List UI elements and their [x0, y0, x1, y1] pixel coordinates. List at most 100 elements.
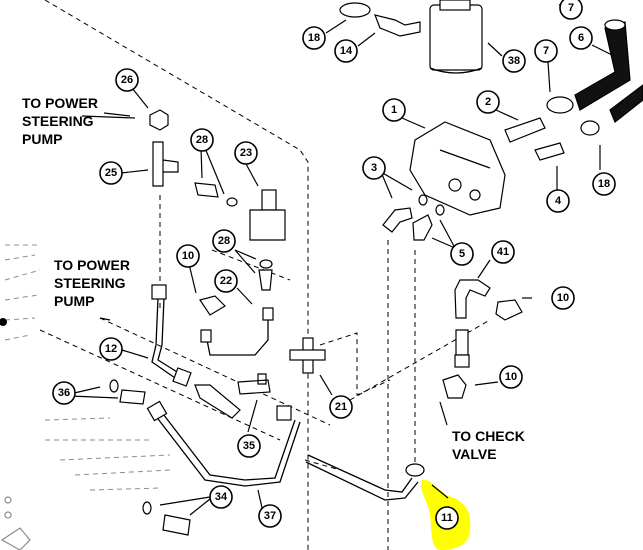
- callout-1: 1: [382, 98, 406, 122]
- o-ring-part: [109, 379, 119, 393]
- svg-text:12: 12: [105, 343, 117, 355]
- svg-text:11: 11: [441, 512, 453, 524]
- svg-text:4: 4: [555, 195, 562, 207]
- tube-nut-part: [146, 400, 168, 422]
- adapter-part: [162, 514, 191, 536]
- tube-part: [206, 315, 269, 356]
- svg-text:14: 14: [340, 45, 353, 57]
- callout-18-top: 18: [302, 26, 326, 50]
- callout-21: 21: [329, 395, 353, 419]
- adapter-part: [119, 389, 146, 405]
- tube-part: [154, 414, 301, 487]
- svg-text:37: 37: [264, 510, 276, 522]
- callout-41: 41: [491, 240, 515, 264]
- svg-text:21: 21: [335, 401, 347, 413]
- callout-10-left: 10: [176, 244, 200, 268]
- assembly-line: [304, 459, 341, 471]
- note-to-power-steering-pump-lower: TO POWER STEERING PUMP: [54, 257, 130, 309]
- tube-nut-part: [405, 463, 425, 477]
- tube-part: [305, 461, 419, 501]
- leader-lines: [69, 0, 613, 522]
- elbow-part: [442, 374, 467, 399]
- svg-text:34: 34: [215, 491, 228, 503]
- tee-fitting-part: [152, 141, 179, 187]
- callout-2: 2: [476, 90, 500, 114]
- hydraulic-pump-part: [409, 121, 506, 216]
- note-to-power-steering-pump-upper: TO POWER STEERING PUMP: [22, 95, 98, 147]
- tube-nut-part: [151, 284, 167, 300]
- faded-schematic: [0, 244, 171, 550]
- assembly-line: [39, 329, 281, 441]
- o-ring-part: [226, 197, 238, 207]
- callout-28-lower: 28: [212, 229, 236, 253]
- svg-text:2: 2: [485, 96, 491, 108]
- callout-10-right-lower: 10: [499, 365, 523, 389]
- elbow-part: [495, 299, 523, 321]
- tee-fitting-part: [237, 373, 271, 395]
- callout-22: 22: [214, 269, 238, 293]
- callout-10-right-upper: 10: [551, 286, 575, 310]
- hose-clamp-part: [546, 96, 574, 114]
- o-ring-part: [142, 501, 152, 515]
- svg-text:10: 10: [557, 292, 569, 304]
- callout-4: 4: [546, 189, 570, 213]
- hose-part: [194, 384, 241, 419]
- hose-clamp-part: [580, 120, 600, 136]
- svg-text:10: 10: [182, 250, 194, 262]
- svg-text:1: 1: [391, 104, 397, 116]
- elbow-fitting-part: [412, 214, 433, 241]
- callout-12: 12: [99, 337, 123, 361]
- tube-part: [157, 297, 183, 376]
- cross-fitting-part: [289, 337, 326, 374]
- assembly-line: [99, 317, 331, 426]
- tube-nut-part: [200, 329, 212, 343]
- tube-nut-part: [172, 367, 192, 387]
- elbow-fitting-part: [374, 14, 421, 37]
- tube-part: [159, 409, 296, 481]
- svg-text:6: 6: [578, 32, 584, 44]
- svg-text:35: 35: [243, 440, 255, 452]
- callout-14: 14: [334, 39, 358, 63]
- svg-text:28: 28: [196, 134, 208, 146]
- hose-clamp-part: [339, 2, 371, 18]
- svg-text:23: 23: [240, 147, 252, 159]
- callout-23: 23: [234, 141, 258, 165]
- svg-text:28: 28: [218, 235, 230, 247]
- callout-36: 36: [52, 381, 76, 405]
- callout-6: 6: [569, 26, 593, 50]
- filter-part: [429, 0, 483, 74]
- svg-text:7: 7: [568, 2, 574, 14]
- callout-5: 5: [450, 242, 474, 266]
- svg-text:7: 7: [543, 45, 549, 57]
- svg-text:18: 18: [308, 32, 320, 44]
- hose-part: [574, 19, 643, 123]
- svg-text:18: 18: [598, 178, 610, 190]
- o-ring-part: [259, 259, 273, 269]
- svg-text:38: 38: [508, 55, 520, 67]
- assembly-line: [211, 249, 291, 281]
- callout-25: 25: [99, 161, 123, 185]
- fitting-part: [0, 318, 7, 326]
- o-ring-part: [418, 194, 428, 206]
- tube-nut-part: [276, 405, 292, 421]
- callout-37: 37: [258, 504, 282, 528]
- cap-nut-part: [149, 109, 169, 131]
- callout-35: 35: [237, 434, 261, 458]
- svg-text:36: 36: [58, 387, 70, 399]
- svg-text:22: 22: [220, 275, 232, 287]
- tube-part: [151, 297, 179, 381]
- valve-block-part: [249, 189, 286, 241]
- callout-34: 34: [209, 485, 233, 509]
- callout-3: 3: [362, 156, 386, 180]
- svg-text:25: 25: [105, 167, 117, 179]
- adapter-part: [194, 182, 219, 198]
- hose-part: [454, 279, 491, 368]
- callout-7-top: 7: [559, 0, 583, 20]
- callout-28-upper: 28: [190, 128, 214, 152]
- tube-part: [307, 454, 413, 493]
- callout-7: 7: [534, 39, 558, 63]
- svg-text:5: 5: [459, 248, 465, 260]
- callout-18-right: 18: [592, 172, 616, 196]
- hose-barb-part: [534, 142, 565, 161]
